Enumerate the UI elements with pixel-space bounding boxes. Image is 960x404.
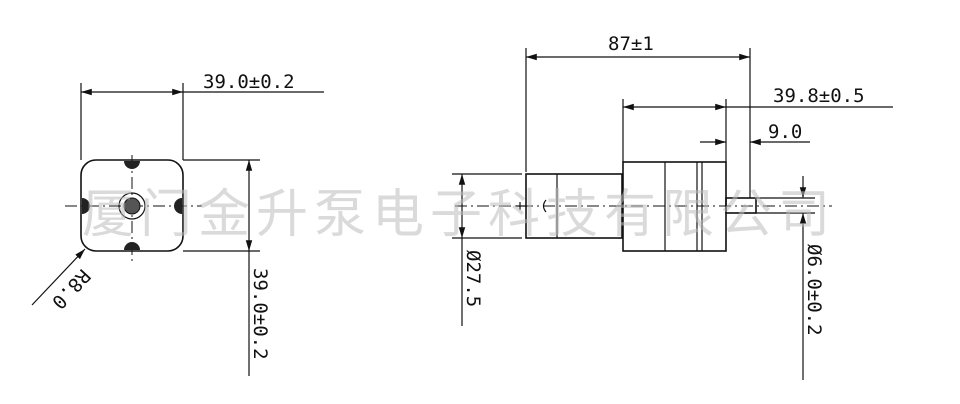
overall-length-text: 87±1 xyxy=(608,33,654,55)
front-view: 39.0±0.2 39.0±0.2 R8.0 xyxy=(31,71,324,376)
motor-endcap-detail xyxy=(542,199,547,213)
boss-bottom xyxy=(124,242,140,250)
boss-left xyxy=(82,198,90,214)
mounting-bosses xyxy=(82,161,182,250)
motor-terminal xyxy=(516,202,526,210)
port-outer-circle xyxy=(118,192,146,220)
side-view: 87±1 39.8±0.5 9.0 Ø27.5 Ø6.0±0.2 xyxy=(452,33,893,380)
motor-dia-text: Ø27.5 xyxy=(462,250,484,307)
boss-right xyxy=(174,198,182,214)
company-watermark: 厦门金升泵电子科技有限公司 xyxy=(82,185,836,245)
radius-dimension-text: R8.0 xyxy=(47,265,94,313)
port-inner-circle xyxy=(123,197,141,215)
outlet-shaft xyxy=(725,197,757,214)
boss-top xyxy=(124,161,140,169)
head-length-text: 39.8±0.5 xyxy=(773,85,865,107)
width-dimension-text: 39.0±0.2 xyxy=(203,71,295,93)
shaft-length-text: 9.0 xyxy=(768,121,802,143)
height-dimension-text: 39.0±0.2 xyxy=(249,268,271,360)
radius-leader xyxy=(31,248,86,306)
shaft-dia-text: Ø6.0±0.2 xyxy=(803,244,825,336)
